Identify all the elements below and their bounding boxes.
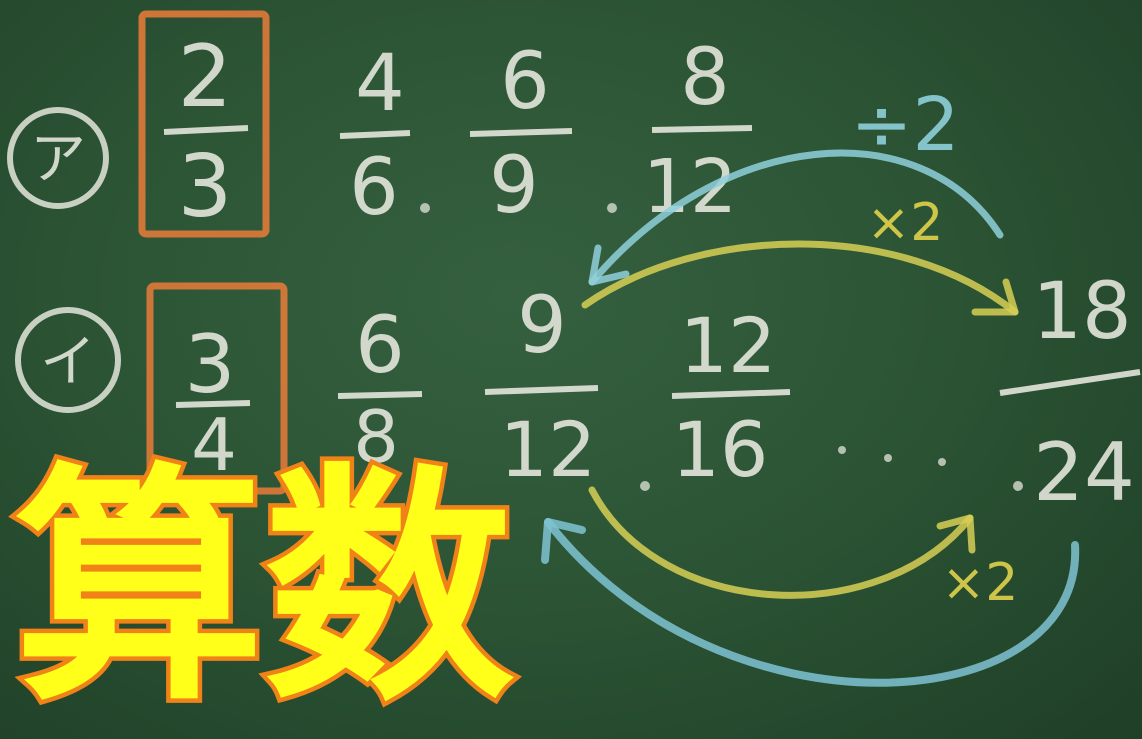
row-a-frac2-bar <box>469 128 573 137</box>
row-i-circle <box>15 307 121 413</box>
row-i: イ 3 4 6 8 9 12 12 16 18 24 <box>15 267 1141 519</box>
yellow-arrow-top-head <box>971 278 1019 316</box>
row-i-box <box>146 282 288 495</box>
row-i-frac2-numerator: 9 <box>517 281 567 371</box>
yellow-arrow-top <box>581 240 1019 316</box>
row-a-frac2-numerator: 6 <box>500 37 550 127</box>
ellipsis-dot <box>938 458 946 466</box>
row-i-frac1-bar <box>337 391 423 399</box>
row-a: ア 2 3 4 6 6 9 8 12 ÷2 <box>7 10 960 238</box>
row-i-frac3-numerator: 12 <box>680 301 777 390</box>
row-i-boxed-numerator: 3 <box>185 318 236 411</box>
blue-arrow-top-head <box>588 244 630 286</box>
row-i-boxed-bar <box>175 400 251 408</box>
row-i-frac4-denominator: 24 <box>1033 426 1135 519</box>
ellipsis-dot <box>884 454 892 462</box>
blue-arrow-bottom <box>544 518 1080 687</box>
ellipsis-dot <box>838 446 846 454</box>
row-a-label: ア <box>30 127 86 192</box>
row-i-frac4-bar <box>999 369 1141 396</box>
row-a-frac1-numerator: 4 <box>355 39 405 129</box>
title-overlay: 算数 <box>14 443 514 734</box>
comma-dot <box>640 481 650 491</box>
row-a-frac3-numerator: 8 <box>680 33 730 123</box>
comma-dot <box>1013 481 1023 491</box>
comma-dot <box>420 203 430 213</box>
row-a-frac1-bar <box>339 130 411 139</box>
comma-dot <box>607 203 617 213</box>
row-a-boxed-bar <box>163 125 249 135</box>
row-a-frac2-denominator: 9 <box>489 141 539 231</box>
row-i-frac3-bar <box>671 389 791 399</box>
blue-arrow-bottom-head <box>541 518 586 564</box>
row-a-boxed-denominator: 3 <box>178 137 233 237</box>
yellow-arrow-bottom-head <box>936 514 976 554</box>
row-a-frac3-bar <box>651 125 753 133</box>
arrows <box>541 149 1080 687</box>
row-i-frac2-bar <box>484 385 599 395</box>
row-i-frac4-numerator: 18 <box>1032 267 1131 357</box>
times-two-bottom-label: ×2 <box>942 553 1019 613</box>
row-i-frac2-denominator: 12 <box>500 405 597 494</box>
row-a-frac1-denominator: 6 <box>349 143 399 233</box>
row-i-frac1-denominator: 8 <box>353 395 399 479</box>
row-a-boxed-numerator: 2 <box>178 27 233 127</box>
yellow-arrow-bottom <box>588 486 974 599</box>
times-two-top-label: ×2 <box>867 193 944 253</box>
row-i-frac1-numerator: 6 <box>355 301 405 391</box>
blue-arrow-top <box>588 149 1004 286</box>
row-i-frac3-denominator: 16 <box>672 405 769 494</box>
row-a-box <box>138 10 270 238</box>
row-a-circle <box>7 107 109 209</box>
row-i-boxed-denominator: 4 <box>191 403 237 487</box>
row-i-label: イ <box>40 330 96 395</box>
